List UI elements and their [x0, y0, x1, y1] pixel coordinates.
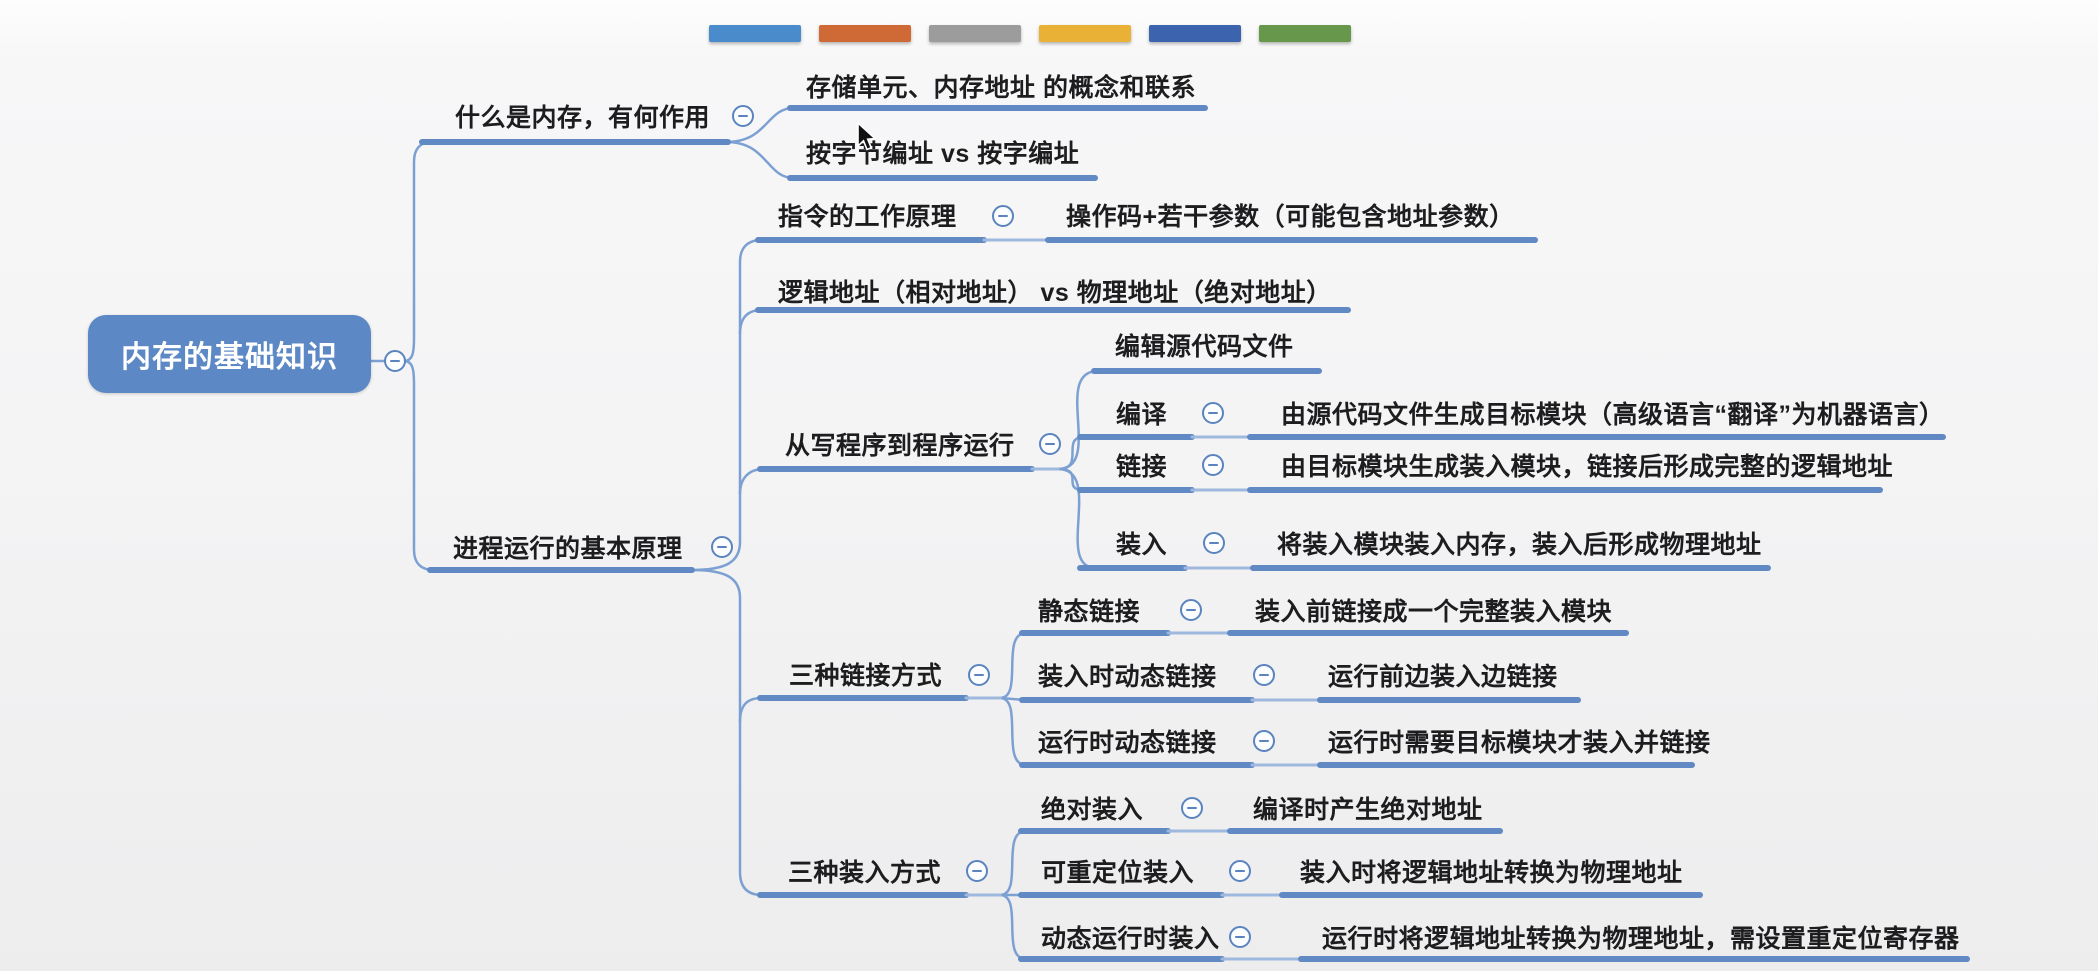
minus-glyph	[1186, 608, 1196, 612]
topic-relocatable-load-detail[interactable]: 装入时将逻辑地址转换为物理地址	[1300, 859, 1683, 887]
minus-glyph	[1187, 806, 1197, 810]
topic-dynamic-load-detail[interactable]: 运行时将逻辑地址转换为物理地址，需设置重定位寄存器	[1322, 925, 1960, 953]
topic-logical-physical[interactable]: 逻辑地址（相对地址） vs 物理地址（绝对地址）	[778, 279, 1332, 307]
topic-absolute-load-detail[interactable]: 编译时产生绝对地址	[1253, 796, 1483, 824]
topic-compile[interactable]: 编译	[1116, 401, 1168, 429]
minus-collapse-icon-dynamic-load[interactable]	[1229, 926, 1251, 948]
topic-dynamic-load[interactable]: 动态运行时装入	[1041, 925, 1220, 953]
minus-glyph	[972, 869, 982, 873]
minus-collapse-icon-what-is-memory[interactable]	[732, 105, 754, 127]
minus-glyph	[717, 545, 727, 549]
topic-static-link-detail[interactable]: 装入前链接成一个完整装入模块	[1255, 598, 1613, 626]
minus-collapse-icon-static-link[interactable]	[1180, 599, 1202, 621]
minus-glyph	[1045, 442, 1055, 446]
topic-edit-source[interactable]: 编辑源代码文件	[1115, 333, 1294, 361]
theme-color-bar	[1149, 25, 1241, 42]
topic-load-time-link[interactable]: 装入时动态链接	[1038, 663, 1217, 691]
root-topic-label: 内存的基础知识	[121, 341, 338, 374]
topic-process-basics[interactable]: 进程运行的基本原理	[453, 535, 683, 563]
topic-concepts[interactable]: 存储单元、内存地址 的概念和联系	[806, 74, 1196, 102]
minus-collapse-icon-linking-modes[interactable]	[968, 664, 990, 686]
theme-color-bar	[709, 25, 801, 42]
minus-glyph	[1208, 463, 1218, 467]
minus-collapse-icon-link[interactable]	[1202, 454, 1224, 476]
topic-instruction[interactable]: 指令的工作原理	[778, 203, 957, 231]
minus-glyph	[738, 114, 748, 118]
topic-load-time-link-detail[interactable]: 运行前边装入边链接	[1328, 663, 1558, 691]
minus-glyph	[1235, 869, 1245, 873]
topic-compile-detail[interactable]: 由源代码文件生成目标模块（高级语言“翻译”为机器语言）	[1281, 401, 1945, 429]
minus-collapse-icon-instruction[interactable]	[992, 205, 1014, 227]
minus-collapse-icon-root[interactable]	[384, 350, 406, 372]
topic-absolute-load[interactable]: 绝对装入	[1041, 796, 1144, 824]
minus-collapse-icon-process-basics[interactable]	[711, 536, 733, 558]
minus-collapse-icon-absolute-load[interactable]	[1181, 797, 1203, 819]
topic-linking-modes[interactable]: 三种链接方式	[789, 662, 943, 690]
minus-glyph	[974, 673, 984, 677]
topic-load[interactable]: 装入	[1116, 531, 1168, 559]
minus-collapse-icon-relocatable-load[interactable]	[1229, 860, 1251, 882]
topic-static-link[interactable]: 静态链接	[1038, 598, 1141, 626]
minus-collapse-icon-program-to-run[interactable]	[1039, 433, 1061, 455]
theme-color-bar	[929, 25, 1021, 42]
minus-glyph	[1259, 673, 1269, 677]
minus-glyph	[1259, 739, 1269, 743]
topic-relocatable-load[interactable]: 可重定位装入	[1041, 859, 1195, 887]
topic-load-detail[interactable]: 将装入模块装入内存，装入后形成物理地址	[1277, 531, 1762, 559]
topic-run-time-link[interactable]: 运行时动态链接	[1038, 729, 1217, 757]
minus-glyph	[998, 214, 1008, 218]
topic-link-detail[interactable]: 由目标模块生成装入模块，链接后形成完整的逻辑地址	[1281, 453, 1894, 481]
minus-collapse-icon-compile[interactable]	[1202, 402, 1224, 424]
minus-glyph	[1208, 411, 1218, 415]
root-topic[interactable]: 内存的基础知识	[88, 315, 371, 393]
topic-what-is-memory[interactable]: 什么是内存，有何作用	[455, 104, 711, 132]
theme-color-bar	[1039, 25, 1131, 42]
minus-glyph	[1209, 541, 1219, 545]
topic-program-to-run[interactable]: 从写程序到程序运行	[785, 432, 1015, 460]
minus-collapse-icon-loading-modes[interactable]	[966, 860, 988, 882]
minus-collapse-icon-load[interactable]	[1203, 532, 1225, 554]
theme-color-bar	[819, 25, 911, 42]
topic-link[interactable]: 链接	[1116, 453, 1168, 481]
topic-run-time-link-detail[interactable]: 运行时需要目标模块才装入并链接	[1328, 729, 1711, 757]
topic-instruction-detail[interactable]: 操作码+若干参数（可能包含地址参数）	[1066, 203, 1515, 231]
mouse-cursor-icon	[857, 122, 877, 151]
minus-collapse-icon-run-time-link[interactable]	[1253, 730, 1275, 752]
topic-addressing[interactable]: 按字节编址 vs 按字编址	[806, 140, 1080, 168]
theme-color-bar	[1259, 25, 1351, 42]
topic-loading-modes[interactable]: 三种装入方式	[788, 859, 942, 887]
minus-glyph	[1235, 935, 1245, 939]
minus-collapse-icon-load-time-link[interactable]	[1253, 664, 1275, 686]
minus-glyph	[390, 359, 400, 363]
